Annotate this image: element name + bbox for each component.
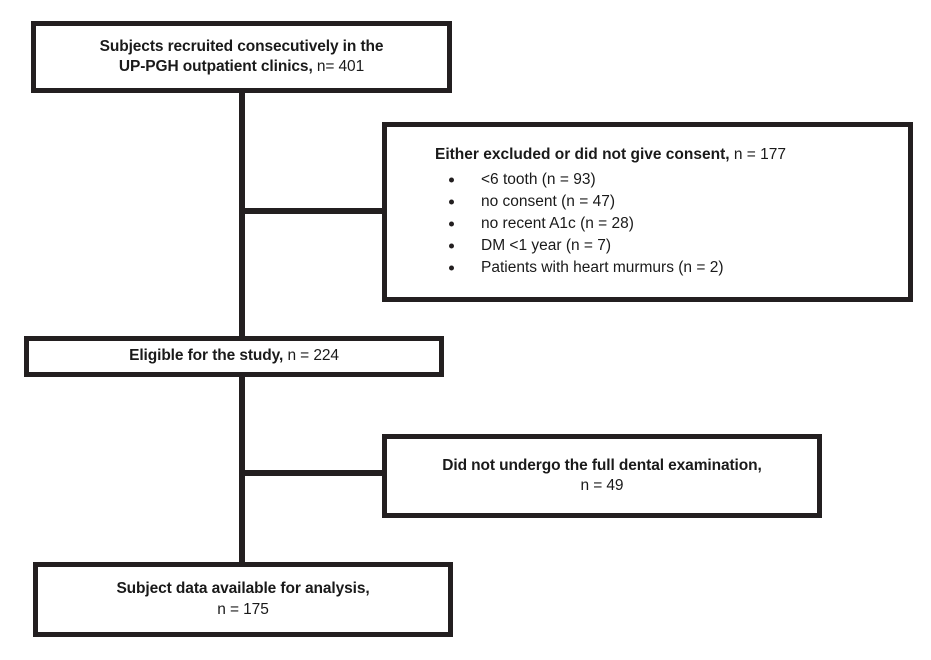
list-item: no recent A1c (n = 28) [435, 213, 908, 235]
list-item: <6 tooth (n = 93) [435, 169, 908, 191]
node-no-dental-exam-line-1: Did not undergo the full dental examinat… [442, 456, 761, 476]
exclusion-reason-text: Patients with heart murmurs (n = 2) [481, 258, 724, 276]
node-analyzed-value: n = 175 [217, 600, 269, 618]
node-eligible-for-study: Eligible for the study, n = 224 [24, 336, 444, 377]
node-subject-data-analyzed: Subject data available for analysis, n =… [33, 562, 453, 637]
exclusion-reason-text: no consent (n = 47) [481, 192, 615, 210]
node-no-dental-exam-line-2: n = 49 [581, 476, 624, 496]
node-analyzed-label: Subject data available for analysis, [116, 580, 370, 598]
node-analyzed-line-2: n = 175 [217, 600, 269, 620]
node-excluded-header-value: n = 177 [729, 146, 786, 164]
exclusion-reason-text: no recent A1c (n = 28) [481, 214, 634, 232]
exclusion-reason-list: <6 tooth (n = 93) no consent (n = 47) no… [435, 169, 908, 279]
exclusion-reason-text: DM <1 year (n = 7) [481, 236, 612, 254]
node-excluded-or-no-consent: Either excluded or did not give consent,… [382, 122, 913, 302]
node-eligible-line-1: Eligible for the study, n = 224 [129, 346, 339, 366]
node-subjects-recruited: Subjects recruited consecutively in the … [31, 21, 452, 93]
node-subjects-recruited-value-2: n= 401 [312, 58, 365, 75]
connector-branch-to-excluded [239, 208, 385, 214]
bullet-icon [449, 265, 454, 271]
node-subjects-recruited-line-1: Subjects recruited consecutively in the [100, 37, 384, 57]
exclusion-reason-text: <6 tooth (n = 93) [481, 170, 596, 188]
bullet-icon [449, 243, 454, 249]
bullet-icon [449, 221, 454, 227]
node-excluded-header: Either excluded or did not give consent,… [435, 145, 908, 165]
node-no-dental-exam-label: Did not undergo the full dental examinat… [442, 456, 762, 474]
connector-branch-to-no-dental-exam [239, 470, 385, 476]
list-item: Patients with heart murmurs (n = 2) [435, 257, 908, 279]
node-subjects-recruited-line-2: UP-PGH outpatient clinics, n= 401 [119, 57, 364, 77]
bullet-icon [449, 199, 454, 205]
node-subjects-recruited-label-2: UP-PGH outpatient clinics, [118, 58, 313, 75]
node-no-dental-exam-value: n = 49 [580, 477, 624, 494]
list-item: no consent (n = 47) [435, 191, 908, 213]
node-eligible-value: n = 224 [283, 347, 339, 365]
bullet-icon [449, 177, 454, 183]
node-eligible-label: Eligible for the study, [129, 347, 284, 365]
list-item: DM <1 year (n = 7) [435, 235, 908, 257]
node-no-full-dental-examination: Did not undergo the full dental examinat… [382, 434, 822, 518]
node-excluded-header-label: Either excluded or did not give consent, [435, 146, 730, 164]
node-analyzed-line-1: Subject data available for analysis, [116, 579, 369, 599]
connector-trunk-vertical [239, 93, 245, 565]
node-subjects-recruited-label-1: Subjects recruited consecutively in the [99, 37, 384, 55]
node-excluded-content: Either excluded or did not give consent,… [387, 145, 908, 278]
